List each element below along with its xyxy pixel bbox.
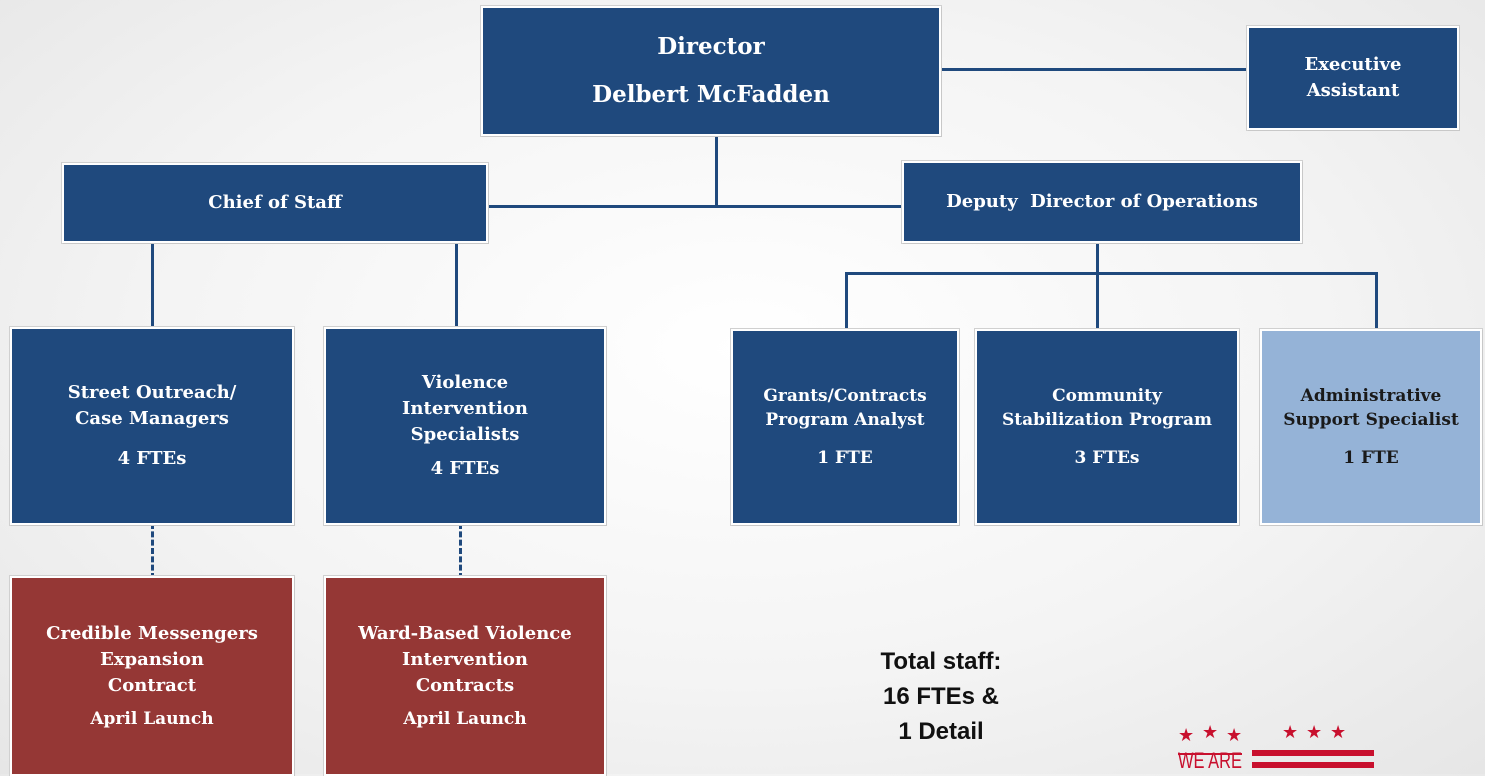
credible-line3: Contract <box>107 675 197 696</box>
ward-line1: Ward-Based Violence <box>358 623 572 644</box>
connector-chief-street <box>151 240 154 330</box>
grants-box: Grants/Contracts Program Analyst 1 FTE <box>731 329 959 525</box>
total-line1: Total staff: <box>880 648 1002 675</box>
we-are-dc-logo: ★ ★ ★ ★ ★ ★ WE ARE <box>1178 724 1374 773</box>
dashed-connector-violence-ward <box>459 523 462 579</box>
violence-intervention-line2: Intervention <box>402 398 528 419</box>
grants-line1: Grants/Contracts <box>763 386 927 406</box>
ward-line3: Contracts <box>415 675 515 696</box>
svg-text:★: ★ <box>1226 725 1242 746</box>
executive-assistant-line2: Assistant <box>1306 80 1400 101</box>
total-staff-text: Total staff: 16 FTEs & 1 Detail <box>846 644 1036 749</box>
grants-line2: Program Analyst <box>765 410 925 430</box>
violence-intervention-fte: 4 FTEs <box>430 458 500 479</box>
connector-ops-horizontal <box>845 272 1378 275</box>
community-stabilization-box: Community Stabilization Program 3 FTEs <box>975 329 1239 525</box>
admin-line1: Administrative <box>1300 386 1442 406</box>
community-line1: Community <box>1052 386 1162 406</box>
connector-chief-violence <box>455 240 458 330</box>
ward-line2: Intervention <box>402 649 528 670</box>
ward-based-box: Ward-Based Violence Intervention Contrac… <box>324 576 606 776</box>
chief-of-staff-label: Chief of Staff <box>208 192 342 213</box>
admin-fte: 1 FTE <box>1343 448 1399 468</box>
connector-staff-deputy <box>486 205 906 208</box>
director-name: Delbert McFadden <box>592 81 830 108</box>
svg-text:★: ★ <box>1306 724 1322 743</box>
credible-line1: Credible Messengers <box>46 623 258 644</box>
administrative-support-box: Administrative Support Specialist 1 FTE <box>1260 329 1482 525</box>
executive-assistant-line1: Executive <box>1304 54 1402 75</box>
svg-text:★: ★ <box>1178 725 1194 746</box>
violence-intervention-line3: Specialists <box>410 424 520 445</box>
connector-director-exec <box>938 68 1252 71</box>
chief-of-staff-box: Chief of Staff <box>62 163 488 243</box>
street-outreach-line1: Street Outreach/ <box>67 382 237 403</box>
street-outreach-fte: 4 FTEs <box>117 448 187 469</box>
total-line3: 1 Detail <box>898 718 984 745</box>
deputy-director-box: Deputy Director of Operations <box>902 161 1302 243</box>
credible-launch: April Launch <box>90 709 214 729</box>
svg-text:★: ★ <box>1330 724 1346 743</box>
executive-assistant-box: Executive Assistant <box>1247 26 1459 130</box>
director-title: Director <box>657 33 765 60</box>
connector-deputy-down <box>1096 240 1099 331</box>
svg-text:★: ★ <box>1282 724 1298 743</box>
connector-ops-admin <box>1375 272 1378 331</box>
grants-fte: 1 FTE <box>817 448 873 468</box>
credible-line2: Expansion <box>100 649 204 670</box>
svg-text:★: ★ <box>1202 724 1218 743</box>
ward-launch: April Launch <box>403 709 527 729</box>
violence-intervention-box: Violence Intervention Specialists 4 FTEs <box>324 327 606 525</box>
connector-director-down <box>715 134 718 207</box>
violence-intervention-line1: Violence <box>421 372 509 393</box>
total-line2: 16 FTEs & <box>882 683 1000 710</box>
street-outreach-line2: Case Managers <box>75 408 229 429</box>
community-fte: 3 FTEs <box>1074 448 1140 468</box>
street-outreach-box: Street Outreach/ Case Managers 4 FTEs <box>10 327 294 525</box>
director-box: Director Delbert McFadden <box>481 6 941 136</box>
deputy-director-label: Deputy Director of Operations <box>946 191 1258 212</box>
logo-text: WE ARE <box>1178 748 1242 773</box>
admin-line2: Support Specialist <box>1283 410 1459 430</box>
dashed-connector-street-credible <box>151 523 154 579</box>
connector-ops-grants <box>845 272 848 331</box>
community-line2: Stabilization Program <box>1002 410 1212 430</box>
credible-messengers-box: Credible Messengers Expansion Contract A… <box>10 576 294 776</box>
